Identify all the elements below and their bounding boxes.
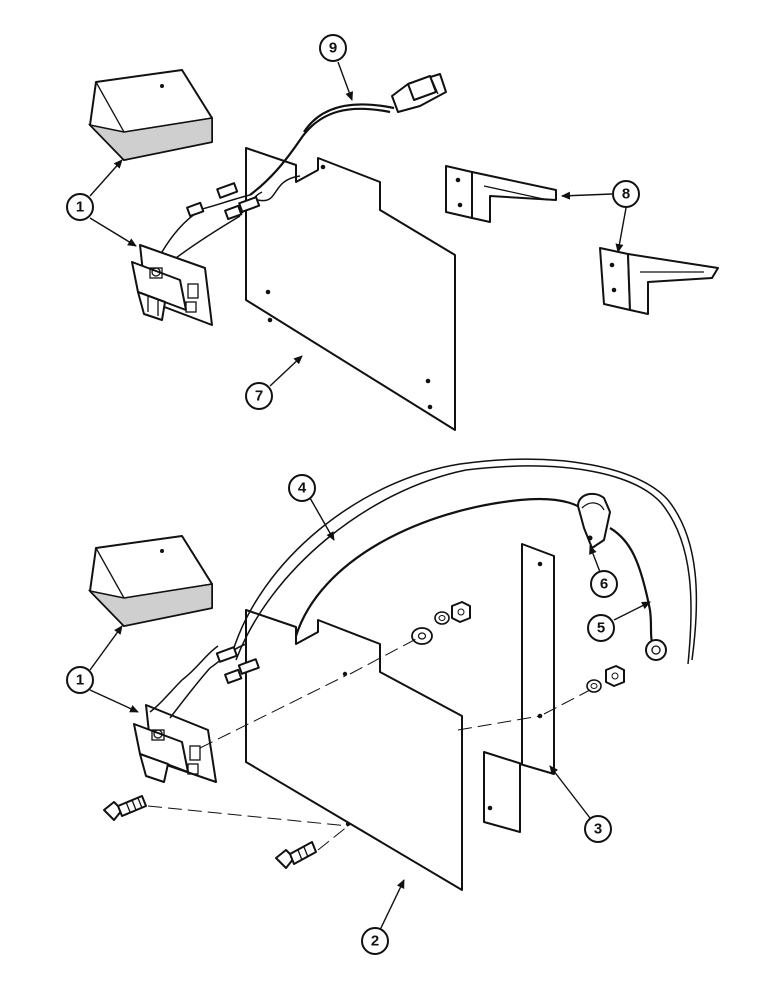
hardware-lower: [586, 665, 625, 693]
callout-5: 5: [587, 601, 651, 642]
callout-1-top: 1: [66, 159, 137, 247]
callout-7: 7: [245, 355, 303, 410]
callout-9: 9: [319, 34, 353, 101]
svg-text:3: 3: [594, 821, 602, 838]
mounting-plate-bottom: [245, 609, 463, 891]
svg-text:5: 5: [597, 620, 605, 637]
svg-text:1: 1: [76, 199, 84, 216]
cable-clamp-6: [577, 492, 611, 549]
callout-4: 4: [288, 474, 335, 541]
harness-5: [149, 497, 667, 719]
lamp-housing-bottom: [133, 704, 217, 783]
callout-8: 8: [561, 180, 640, 253]
lamp-housing-top: [131, 244, 213, 326]
lamp-lens-bottom: [87, 535, 213, 627]
screw-bottom: [275, 841, 317, 869]
callout-3: 3: [549, 765, 612, 843]
hardware-upper: [411, 601, 471, 645]
svg-text:8: 8: [622, 186, 630, 203]
svg-text:7: 7: [255, 388, 263, 405]
brackets-8: [445, 165, 719, 315]
support-bracket-3: [483, 543, 555, 833]
lamp-lens-top: [87, 69, 213, 161]
ground-cable-4: [231, 458, 698, 665]
screw-left: [103, 795, 147, 821]
callout-6: 6: [589, 545, 618, 598]
callout-2: 2: [361, 879, 405, 955]
svg-text:2: 2: [371, 933, 379, 950]
callout-1-bottom: 1: [66, 625, 139, 713]
svg-text:1: 1: [76, 672, 84, 689]
wiring-harness-top: [161, 73, 447, 259]
svg-text:9: 9: [329, 40, 337, 57]
svg-text:6: 6: [600, 576, 608, 593]
svg-text:4: 4: [298, 480, 307, 497]
